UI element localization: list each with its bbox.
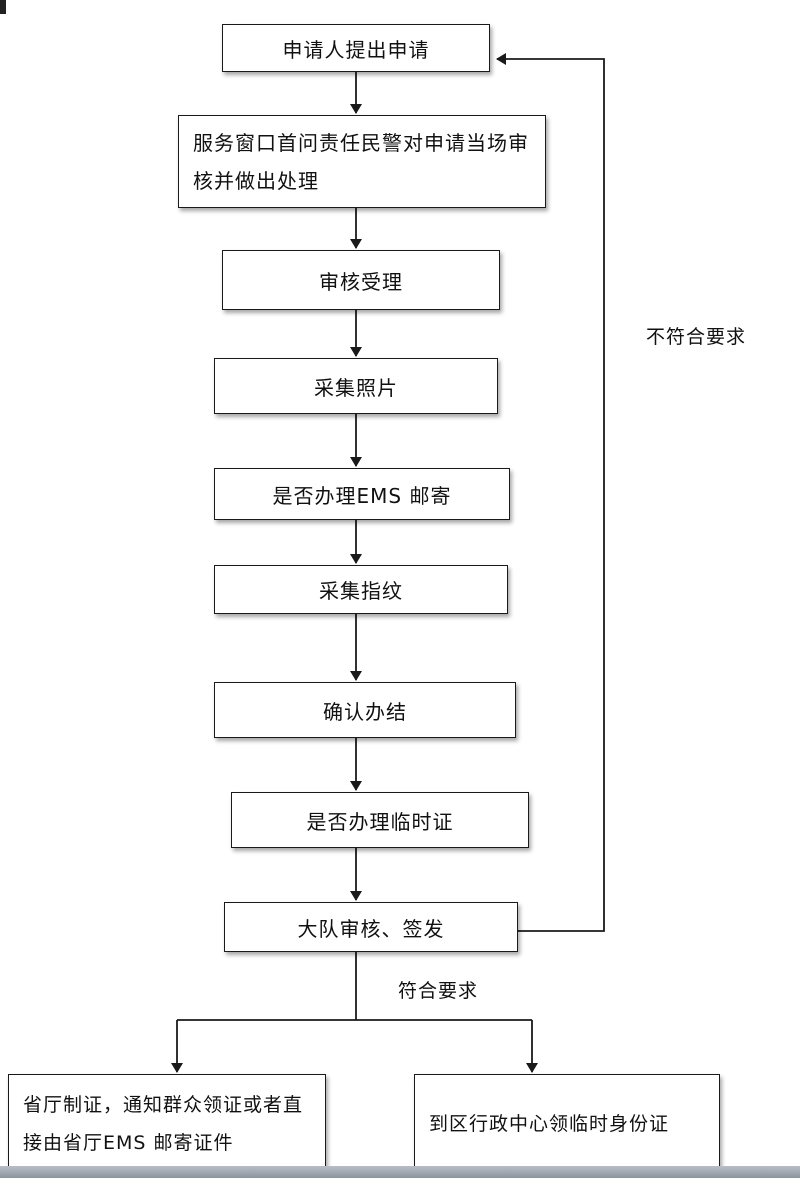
outcome-temp-id-pickup: 到区行政中心领临时身份证 <box>414 1074 720 1174</box>
step-collect-fingerprint: 采集指纹 <box>214 565 508 614</box>
label-reject: 不符合要求 <box>646 326 747 348</box>
reject-loop-line <box>496 53 605 932</box>
step-review-accept: 审核受理 <box>222 250 500 310</box>
step-temp-id-choice: 是否办理临时证 <box>231 792 529 848</box>
outcome-provincial-issue: 省厅制证，通知群众领证或者直接由省厅EMS 邮寄证件 <box>8 1074 326 1174</box>
label-accept: 符合要求 <box>398 980 479 1002</box>
window-bottom-bar <box>0 1166 800 1178</box>
window-corner-mark <box>0 0 6 14</box>
step-apply: 申请人提出申请 <box>222 24 490 72</box>
step-ems-choice: 是否办理EMS 邮寄 <box>214 468 510 520</box>
step-brigade-approval: 大队审核、签发 <box>224 902 518 952</box>
step-window-review: 服务窗口首问责任民警对申请当场审核并做出处理 <box>178 115 546 208</box>
step-confirm-complete: 确认办结 <box>214 682 516 738</box>
step-collect-photo: 采集照片 <box>214 358 498 414</box>
